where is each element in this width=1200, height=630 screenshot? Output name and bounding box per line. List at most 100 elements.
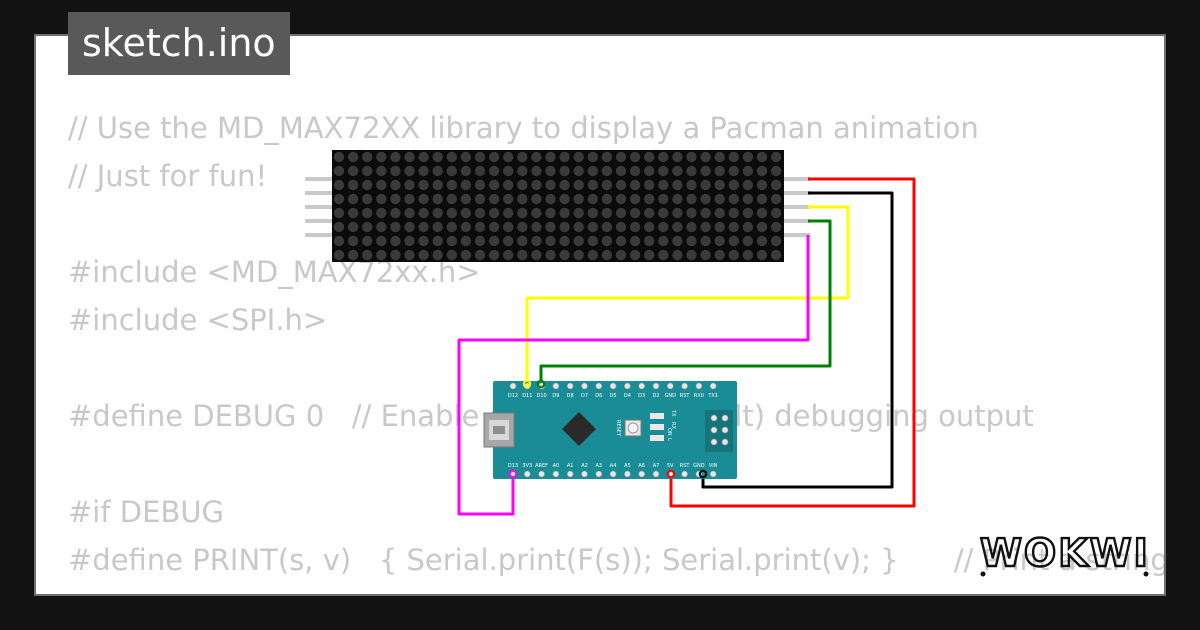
led-dot	[362, 193, 373, 205]
led-dot	[559, 165, 570, 177]
pin-hole[interactable]	[509, 382, 517, 390]
pin-hole[interactable]	[624, 382, 631, 390]
tx-label: TX	[670, 409, 676, 417]
usb-connector	[483, 412, 515, 448]
pin-hole[interactable]	[538, 470, 545, 478]
gnd-wire[interactable]	[701, 191, 894, 489]
led-dot	[545, 151, 556, 163]
led-dot	[601, 235, 613, 247]
led-dot	[503, 193, 514, 205]
pin-hole[interactable]	[552, 470, 560, 478]
pin-hole[interactable]	[709, 470, 717, 478]
led-dot	[446, 193, 457, 205]
led-dot	[756, 207, 768, 219]
wire-end	[522, 379, 532, 389]
led-dot	[672, 235, 683, 247]
led-dot	[418, 221, 429, 233]
din-wire[interactable]	[525, 205, 850, 384]
pin-hole[interactable]	[709, 382, 717, 390]
pin-hole[interactable]	[595, 382, 603, 390]
led-matrix[interactable]	[332, 150, 784, 262]
pin-hole[interactable]	[609, 382, 617, 390]
cs-wire[interactable]	[539, 219, 832, 384]
code-line: #define PRINTX(s, v) { Serial.print(F(s)…	[68, 588, 1164, 594]
led-dot	[615, 179, 627, 191]
led-dot	[714, 151, 725, 163]
led-dot	[460, 207, 472, 219]
led-dot	[742, 221, 754, 233]
led-dot	[376, 207, 387, 219]
led-dot	[362, 179, 373, 191]
led-dot	[545, 221, 556, 233]
led-dot	[728, 165, 739, 177]
pin-label: D5	[610, 393, 617, 399]
pin-hole[interactable]	[609, 470, 617, 478]
pin-hole[interactable]	[523, 470, 531, 478]
l-label: L	[666, 438, 672, 441]
pin-hole[interactable]	[652, 470, 660, 478]
led-dot	[347, 207, 359, 219]
led-dot	[404, 179, 415, 191]
matrix-left-pins	[305, 177, 332, 237]
led-dot	[756, 179, 768, 191]
led-dot	[432, 165, 443, 177]
led-dot	[362, 207, 373, 219]
matrix-pin	[784, 233, 810, 237]
led-dot	[531, 193, 542, 205]
pin-hole[interactable]	[595, 470, 603, 478]
pin-hole[interactable]	[566, 382, 574, 390]
led-dot	[418, 249, 429, 261]
led-dot	[460, 151, 472, 163]
pin-hole[interactable]	[652, 382, 660, 390]
led-dot	[601, 221, 613, 233]
wire-end	[508, 469, 518, 479]
led-dot	[559, 207, 570, 219]
pin-hole[interactable]	[666, 382, 674, 390]
led-dot	[446, 235, 457, 247]
led-dot	[531, 235, 542, 247]
pin-label: A1	[567, 463, 574, 469]
led-dot	[644, 151, 655, 163]
pin-hole[interactable]	[624, 470, 631, 478]
pin-hole[interactable]	[566, 470, 574, 478]
led-dot	[728, 151, 739, 163]
led-dot	[601, 151, 613, 163]
led-dot	[742, 249, 754, 261]
led-dot	[615, 235, 627, 247]
led-dot	[531, 249, 542, 261]
pin-hole[interactable]	[581, 470, 588, 478]
pin-label: D13	[508, 463, 518, 469]
pin-label: A3	[595, 463, 602, 469]
pin-hole[interactable]	[552, 382, 560, 390]
pin-label: D12	[508, 393, 518, 399]
led-dot	[488, 207, 500, 219]
pin-hole[interactable]	[681, 382, 688, 390]
reset-button[interactable]	[624, 419, 642, 437]
led-dot	[404, 151, 415, 163]
clk-wire[interactable]	[457, 235, 810, 516]
code-line: // Use the MD_MAX72XX library to display…	[68, 111, 979, 145]
led-dot	[432, 221, 443, 233]
pin-hole[interactable]	[681, 470, 688, 478]
led-dot	[404, 207, 415, 219]
pin-hole[interactable]	[581, 382, 588, 390]
led-dot	[629, 179, 641, 191]
wire-end	[698, 469, 708, 479]
led-dot	[474, 235, 486, 247]
led-dot	[347, 235, 359, 247]
led-dot	[714, 207, 725, 219]
file-tab[interactable]: sketch.ino	[68, 12, 290, 75]
pin-hole[interactable]	[638, 470, 646, 478]
led-dot	[672, 193, 683, 205]
wokwi-logo-text: WOKWI	[980, 531, 1150, 575]
pin-hole[interactable]	[695, 382, 703, 390]
led-dot	[658, 221, 669, 233]
led-dot	[362, 235, 373, 247]
led-dot	[644, 235, 655, 247]
vcc-wire[interactable]	[669, 177, 916, 508]
led-dot	[474, 179, 486, 191]
icsp-pin	[710, 438, 718, 446]
pin-hole[interactable]	[638, 382, 646, 390]
led-dot	[376, 249, 387, 261]
